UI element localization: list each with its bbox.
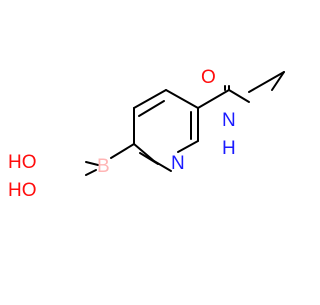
bond-c-n bbox=[228, 89, 250, 103]
bond-n-ethyl bbox=[248, 71, 285, 93]
bond-b-oh-upper bbox=[85, 161, 99, 166]
hydroxyl-lower-label: HO bbox=[8, 180, 37, 201]
bond-ring-c6-c5-inner bbox=[139, 152, 159, 165]
bond-ring-c3-c4 bbox=[133, 89, 167, 109]
bonds bbox=[85, 71, 285, 176]
carbonyl-oxygen-label: O bbox=[201, 67, 216, 88]
bond-ring-c6-c5 bbox=[133, 143, 155, 162]
bond-ring-b bbox=[110, 143, 135, 159]
structure-diagram: O N H N B HO HO bbox=[8, 67, 285, 201]
bond-ring-n-c6-a bbox=[177, 140, 199, 153]
hydroxyl-upper-label: HO bbox=[8, 152, 37, 173]
bond-b-oh-lower bbox=[85, 169, 97, 176]
bond-ring-c3-c4-inner bbox=[138, 100, 165, 117]
boron-label: B bbox=[97, 156, 110, 177]
bond-ring-carbonyl-c bbox=[197, 89, 230, 109]
amide-hydrogen-label: H bbox=[222, 138, 236, 159]
bond-ring-c4-c2 bbox=[165, 89, 199, 109]
ring-nitrogen-label: N bbox=[171, 153, 185, 174]
atom-labels: O N H N B HO HO bbox=[8, 67, 236, 201]
amide-nitrogen-label: N bbox=[222, 110, 236, 131]
bond-ethyl-ch3 bbox=[271, 71, 285, 91]
molecule-svg: O N H N B HO HO bbox=[8, 67, 285, 201]
